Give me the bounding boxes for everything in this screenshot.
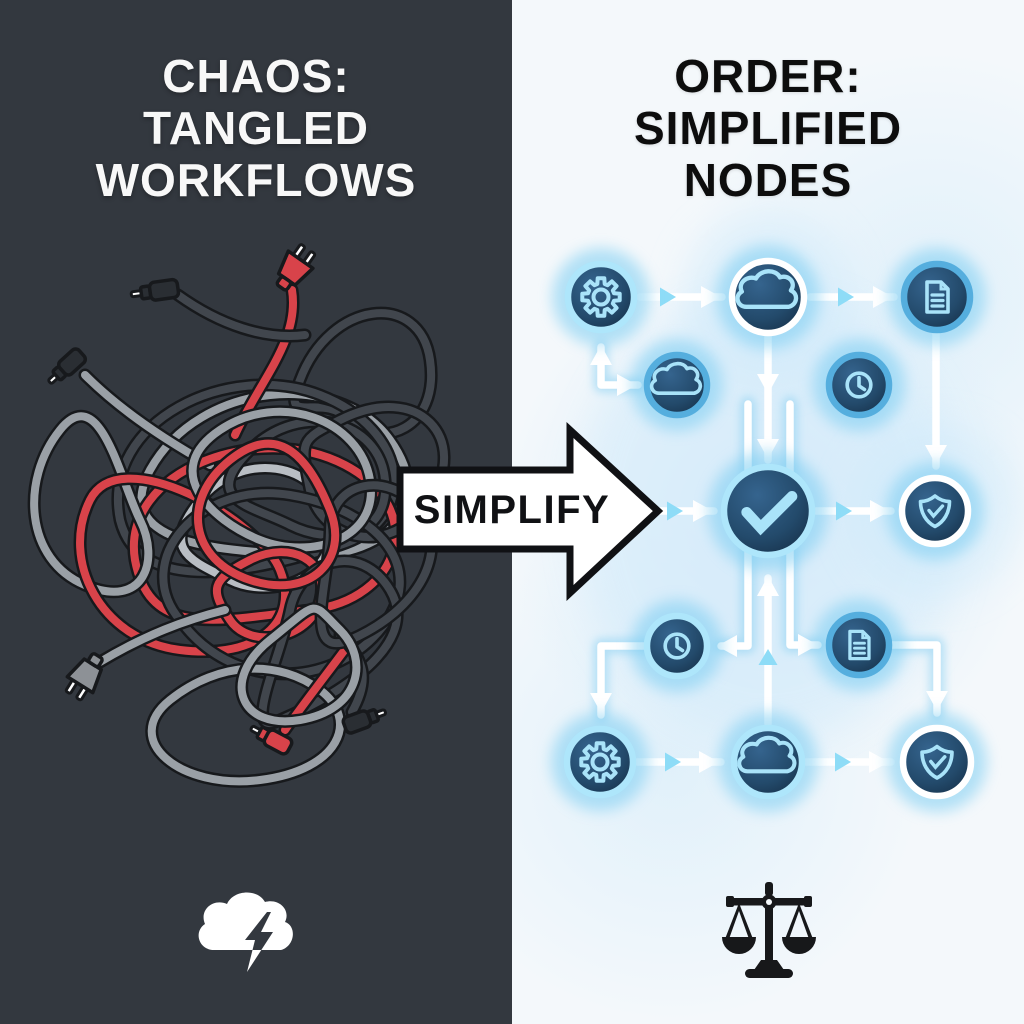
- red-plug: [275, 243, 317, 292]
- chaos-title: CHAOS: TANGLED WORKFLOWS: [0, 50, 512, 206]
- black-connector-bottom: [341, 707, 387, 735]
- cable: [258, 557, 401, 727]
- order-title-line-2: SIMPLIFIED: [633, 102, 903, 154]
- chaos-title-line-2: TANGLED: [143, 102, 369, 154]
- cable: [96, 606, 229, 666]
- chaos-title-line-1: CHAOS:: [162, 50, 350, 102]
- balance-scale-icon: [722, 882, 816, 978]
- order-title-line-1: ORDER:: [674, 50, 862, 102]
- cable: [194, 439, 340, 590]
- cable: [174, 291, 309, 340]
- red-connector-bottom: [249, 724, 294, 756]
- order-title-line-3: NODES: [683, 154, 853, 206]
- order-title: ORDER: SIMPLIFIED NODES: [512, 50, 1024, 206]
- cable: [30, 412, 153, 596]
- cable: [76, 474, 289, 656]
- simplify-arrow-label: SIMPLIFY: [413, 488, 611, 532]
- black-connector-left: [47, 347, 88, 385]
- chaos-title-line-3: WORKFLOWS: [95, 154, 417, 206]
- cable: [237, 604, 361, 726]
- gray-plug: [64, 652, 104, 702]
- storm-cloud-lightning-icon: [198, 892, 293, 972]
- tangled-cables-illustration: [27, 243, 451, 788]
- black-connector-top: [129, 277, 181, 302]
